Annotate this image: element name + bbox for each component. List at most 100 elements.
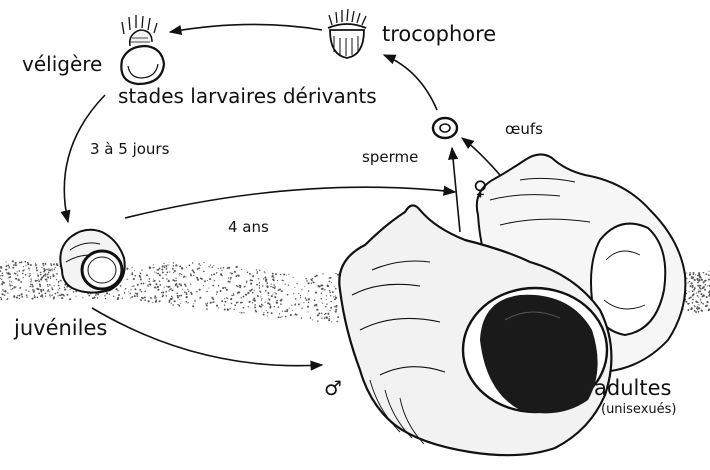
sand-grain bbox=[304, 286, 305, 287]
sand-grain bbox=[689, 272, 690, 273]
sand-grain bbox=[194, 272, 195, 273]
sand-grain bbox=[330, 277, 332, 279]
sand-grain bbox=[218, 285, 219, 286]
sand-grain bbox=[308, 298, 310, 300]
sand-grain bbox=[242, 302, 243, 303]
sand-grain bbox=[197, 279, 199, 281]
sand-grain bbox=[259, 285, 260, 286]
sand-grain bbox=[53, 263, 55, 265]
sand-grain bbox=[314, 305, 316, 307]
sand-grain bbox=[707, 285, 708, 286]
sand-grain bbox=[262, 305, 263, 306]
sand-grain bbox=[200, 265, 201, 266]
sand-grain bbox=[307, 306, 309, 308]
sand-grain bbox=[699, 287, 700, 288]
sand-grain bbox=[702, 303, 704, 305]
sand-grain bbox=[2, 284, 3, 285]
sand-grain bbox=[272, 275, 274, 277]
sand-grain bbox=[695, 311, 697, 313]
sand-grain bbox=[184, 284, 186, 286]
sand-grain bbox=[707, 301, 709, 303]
sand-grain bbox=[46, 279, 48, 281]
sand-grain bbox=[177, 304, 178, 305]
sand-grain bbox=[171, 296, 173, 298]
sand-grain bbox=[280, 317, 281, 318]
sand-grain bbox=[192, 305, 194, 307]
sand-grain bbox=[159, 284, 161, 286]
sand-grain bbox=[334, 298, 336, 300]
sand-grain bbox=[187, 302, 188, 303]
sand-grain bbox=[157, 273, 159, 275]
sand-grain bbox=[236, 302, 238, 304]
sand-grain bbox=[17, 274, 19, 276]
sand-grain bbox=[193, 303, 194, 304]
sand-grain bbox=[300, 295, 301, 296]
sand-grain bbox=[294, 287, 295, 288]
sand-grain bbox=[254, 306, 256, 308]
sand-grain bbox=[166, 286, 167, 287]
sand-grain bbox=[318, 313, 320, 315]
sand-grain bbox=[149, 266, 151, 268]
sand-grain bbox=[213, 301, 215, 303]
sand-grain bbox=[69, 289, 70, 290]
sand-grain bbox=[47, 284, 49, 286]
sand-grain bbox=[171, 303, 172, 304]
label-sperme: sperme bbox=[362, 148, 418, 166]
sand-grain bbox=[324, 318, 326, 320]
sand-grain bbox=[167, 264, 168, 265]
sand-grain bbox=[331, 321, 332, 322]
sand-grain bbox=[162, 292, 164, 294]
sand-grain bbox=[282, 311, 283, 312]
sand-grain bbox=[0, 275, 1, 276]
sand-grain bbox=[0, 270, 1, 272]
sand-grain bbox=[223, 267, 225, 269]
juvenile-snail-illustration bbox=[60, 230, 124, 293]
sand-grain bbox=[316, 306, 317, 307]
sand-grain bbox=[322, 303, 323, 304]
sand-grain bbox=[26, 295, 28, 297]
sand-grain bbox=[57, 292, 59, 294]
sand-grain bbox=[335, 309, 337, 311]
sand-grain bbox=[20, 261, 22, 263]
sand-grain bbox=[220, 290, 222, 292]
sand-grain bbox=[248, 306, 249, 307]
sand-grain bbox=[697, 306, 698, 307]
sand-grain bbox=[222, 287, 224, 289]
sand-grain bbox=[170, 288, 171, 289]
sand-grain bbox=[140, 283, 142, 285]
sand-grain bbox=[25, 274, 27, 276]
sand-grain bbox=[280, 303, 282, 305]
sand-grain bbox=[164, 267, 166, 269]
sand-grain bbox=[29, 269, 30, 270]
sand-grain bbox=[331, 301, 332, 302]
sand-grain bbox=[277, 280, 278, 281]
sand-grain bbox=[330, 307, 332, 309]
sand-grain bbox=[164, 265, 165, 266]
sand-grain bbox=[21, 296, 23, 298]
sand-grain bbox=[180, 303, 181, 304]
sand-grain bbox=[5, 269, 7, 271]
sand-grain bbox=[278, 306, 279, 307]
sand-grain bbox=[8, 277, 9, 278]
sand-grain bbox=[251, 289, 253, 291]
sand-grain bbox=[45, 263, 47, 265]
arrow-adult-to-egg-sperme bbox=[452, 148, 460, 232]
sand-grain bbox=[197, 268, 199, 270]
sand-grain bbox=[334, 286, 335, 287]
sand-grain bbox=[283, 280, 284, 281]
sand-grain bbox=[218, 268, 219, 269]
sand-grain bbox=[329, 310, 330, 311]
sand-grain bbox=[19, 298, 20, 299]
sand-grain bbox=[317, 314, 319, 316]
sand-grain bbox=[186, 293, 188, 295]
sand-grain bbox=[697, 309, 698, 310]
sand-grain bbox=[88, 295, 90, 297]
sand-grain bbox=[696, 307, 698, 309]
sand-grain bbox=[27, 263, 29, 265]
sand-grain bbox=[48, 289, 50, 291]
sand-grain bbox=[47, 274, 49, 276]
sand-grain bbox=[69, 298, 71, 300]
sand-grain bbox=[314, 276, 316, 278]
sand-grain bbox=[9, 273, 11, 275]
sand-grain bbox=[125, 288, 127, 290]
